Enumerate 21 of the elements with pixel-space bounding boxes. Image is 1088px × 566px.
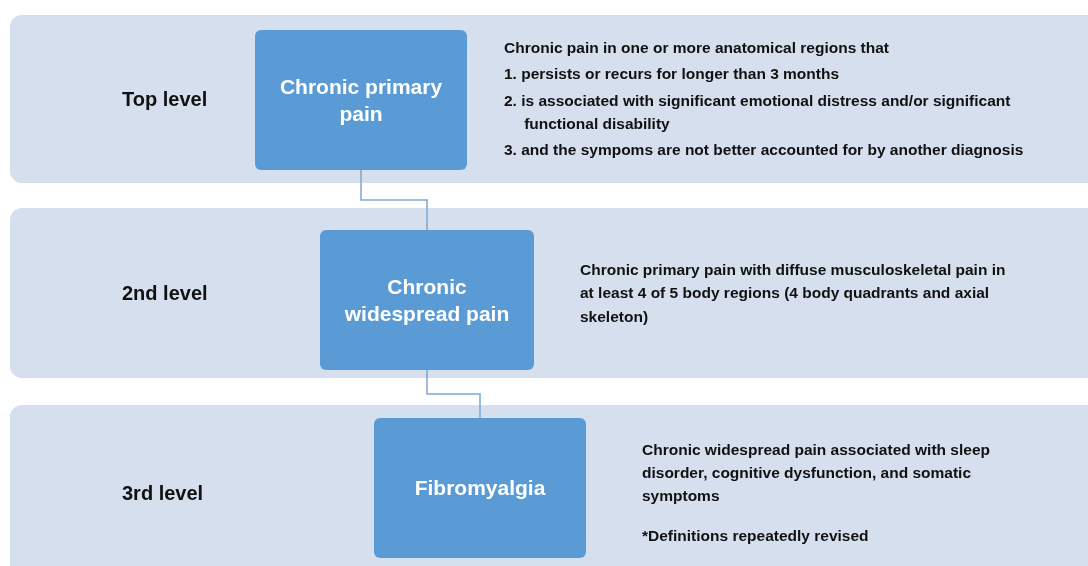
- category-title: Fibromyalgia: [413, 475, 547, 502]
- category-box: [374, 418, 586, 558]
- category-box: [255, 30, 467, 170]
- list-item: 1. persists or recurs for longer than 3 months: [504, 64, 841, 85]
- level-band: [10, 405, 1088, 566]
- definition-text: Chronic primary pain with diffuse musculoskeletal pain in at least 4 of 5 body regions (4 body quadrants and axial skeleton): [580, 260, 1007, 327]
- connector-line: [426, 369, 481, 419]
- category-box: [320, 230, 534, 370]
- definition-text: Chronic widespread pain associated with sleep disorder, cognitive dysfunction, and somatic symptoms: [642, 439, 991, 506]
- connector-line: [360, 169, 428, 231]
- level-label: Top level: [122, 87, 208, 111]
- level-band: [10, 15, 1088, 183]
- definition-text: Chronic pain in one or more anatomical regions that: [504, 38, 890, 59]
- list-item: 3. and the sympoms are not better accounted for by another diagnosis: [504, 140, 1025, 161]
- level-label: 3rd level: [122, 481, 204, 504]
- category-title: Chronic primary pain: [278, 73, 444, 127]
- category-title: Chronic widespread pain: [343, 273, 511, 327]
- level-label: 2nd level: [122, 281, 208, 305]
- definition-text: *Definitions repeatedly revised: [642, 526, 870, 547]
- level-band: [10, 208, 1088, 378]
- list-item: 2. is associated with significant emotional distress and/or significant functional disability: [504, 90, 1012, 135]
